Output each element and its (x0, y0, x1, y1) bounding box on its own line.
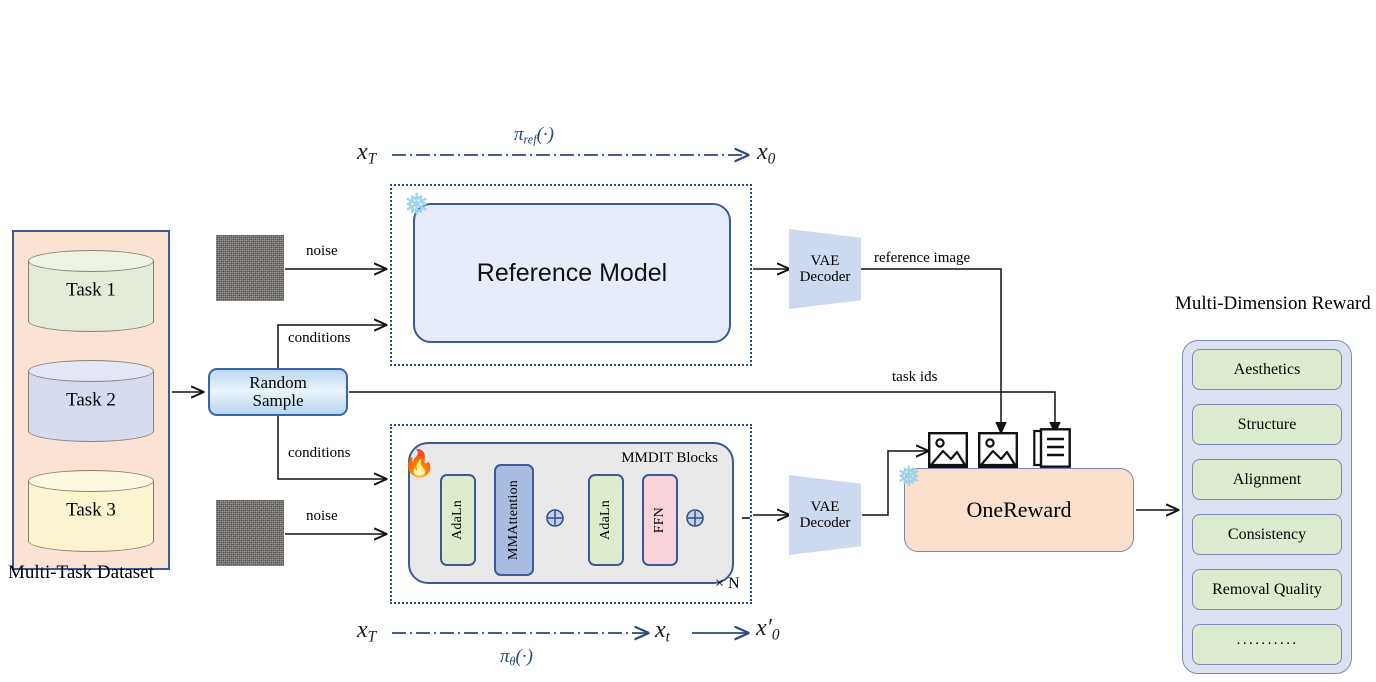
image-icon[interactable] (978, 432, 1018, 468)
policy-branch-region (390, 424, 752, 604)
multi-task-dataset-panel: Task 1 Task 2 Task 3 (12, 230, 170, 570)
reward-panel-title: Multi-Dimension Reward (1175, 293, 1371, 314)
task-label: Task 3 (66, 499, 116, 521)
mmdit-block-label: MMAttention (506, 480, 521, 560)
mmdit-blocks-title: MMDIT Blocks (621, 450, 718, 466)
mmdit-block-mmattention[interactable]: MMAttention (494, 464, 534, 576)
edge-label-conditions-bottom: conditions (288, 445, 351, 461)
mmdit-block-label: AdaLn (450, 500, 465, 540)
reference-branch-region (390, 184, 752, 366)
mmdit-block-label: AdaLn (598, 500, 613, 540)
mmdit-block-label: FFN (652, 506, 667, 534)
math-pi-theta: πθ(·) (500, 646, 533, 669)
reward-item-ellipsis[interactable]: ·········· (1192, 624, 1342, 665)
math-pi-ref: πref(·) (514, 124, 554, 147)
flame-icon: 🔥 (403, 449, 436, 478)
mmdit-block-adaln-1[interactable]: AdaLn (440, 474, 476, 566)
vae-decoder-top[interactable]: VAE Decoder (789, 229, 861, 309)
mmdit-repeat-label: × N (715, 575, 740, 592)
multi-dimension-reward-panel: Aesthetics Structure Alignment Consisten… (1182, 340, 1352, 674)
reward-item[interactable]: Alignment (1192, 459, 1342, 500)
reward-item[interactable]: Aesthetics (1192, 349, 1342, 390)
reward-item[interactable]: Consistency (1192, 514, 1342, 555)
onereward-label: OneReward (966, 497, 1072, 522)
task-cylinder[interactable]: Task 3 (28, 470, 154, 552)
snowflake-icon: ❅ (404, 189, 430, 222)
reference-model-label: Reference Model (476, 258, 668, 287)
edge-label-conditions-top: conditions (288, 330, 351, 346)
task-cylinder[interactable]: Task 2 (28, 360, 154, 442)
reward-item[interactable]: Removal Quality (1192, 569, 1342, 610)
edge-label-noise-top: noise (306, 243, 338, 259)
noise-patch-bottom (216, 500, 284, 566)
reference-model-box[interactable]: Reference Model (413, 203, 731, 343)
vae-decoder-bottom[interactable]: VAE Decoder (789, 475, 861, 555)
task-label: Task 1 (66, 279, 116, 301)
vae-decoder-line2: Decoder (799, 515, 851, 531)
mmdit-block-ffn[interactable]: FFN (642, 474, 678, 566)
edge-label-noise-bottom: noise (306, 508, 338, 524)
vae-decoder-line1: VAE (810, 498, 840, 515)
edge-label-task-ids: task ids (892, 369, 938, 385)
math-xT-bottom: xT (357, 617, 377, 646)
mmdit-block-adaln-2[interactable]: AdaLn (588, 474, 624, 566)
noise-patch-top (216, 235, 284, 301)
edge-label-reference-image: reference image (874, 250, 971, 266)
dataset-caption: Multi-Task Dataset (8, 562, 154, 583)
math-xT-top: xT (357, 139, 377, 168)
document-icon[interactable] (1033, 428, 1071, 470)
random-sample-line1: Random (249, 373, 307, 393)
reward-item[interactable]: Structure (1192, 404, 1342, 445)
vae-decoder-line1: VAE (810, 252, 840, 269)
random-sample-node[interactable]: Random Sample (208, 368, 348, 416)
math-x0-top: x0 (757, 139, 776, 168)
random-sample-line2: Sample (252, 391, 304, 410)
task-label: Task 2 (66, 389, 116, 411)
snowflake-icon: ❅ (897, 462, 921, 493)
mmdit-blocks-box[interactable]: MMDIT Blocks AdaLn MMAttention AdaLn FFN (408, 442, 734, 584)
vae-decoder-line2: Decoder (799, 269, 851, 285)
task-cylinder[interactable]: Task 1 (28, 250, 154, 332)
onereward-model-box[interactable]: OneReward (904, 468, 1134, 552)
image-icon[interactable] (928, 432, 968, 468)
math-x0-prime: x′0 (756, 615, 780, 644)
math-xt: xt (655, 617, 670, 646)
